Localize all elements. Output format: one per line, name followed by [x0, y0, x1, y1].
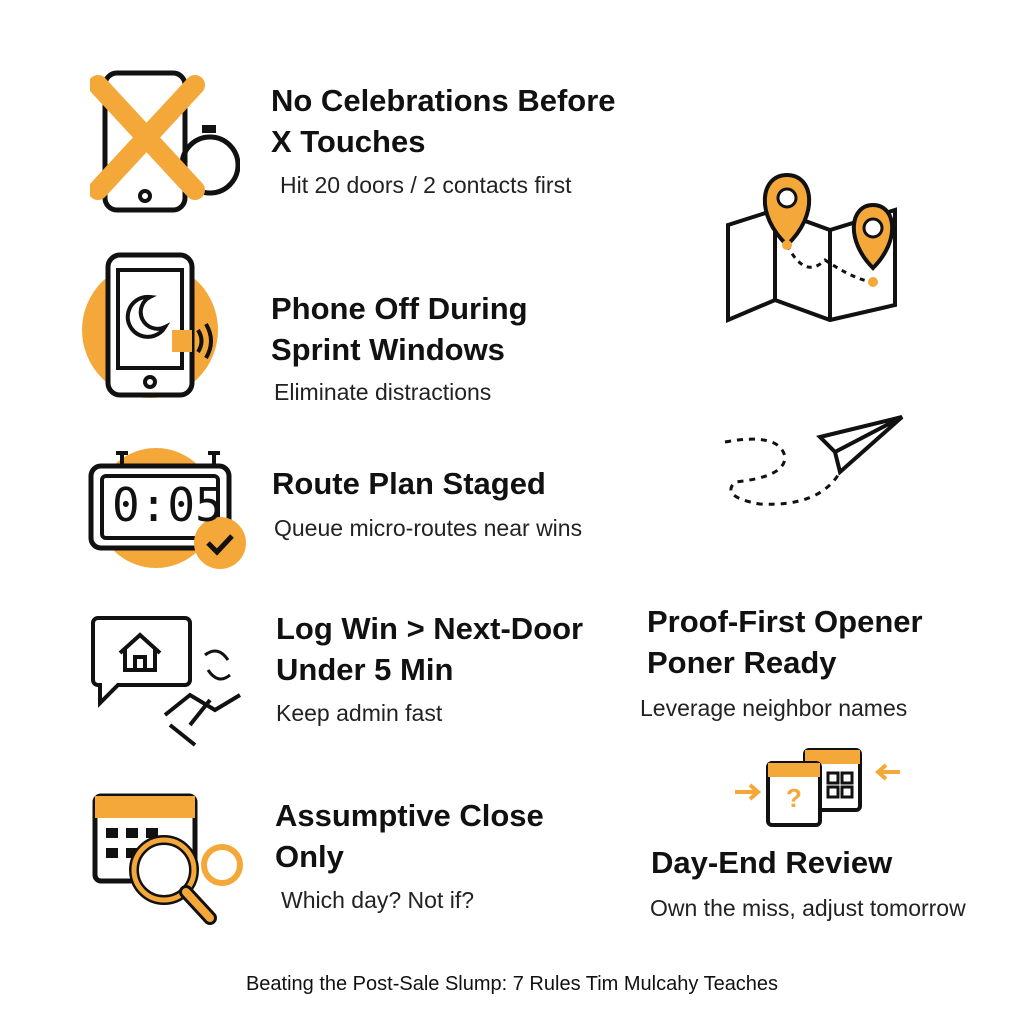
rule-title: Route Plan Staged: [272, 466, 546, 501]
rule-subtitle: Keep admin fast: [276, 700, 443, 726]
timer-display: 0:05: [112, 478, 223, 532]
calendar-search-icon: [92, 793, 243, 925]
rule-title: Proof-First Opener: [647, 604, 923, 639]
rule-title-line2: Only: [275, 839, 344, 874]
phone-silent-icon: [82, 252, 218, 398]
caption: Beating the Post-Sale Slump: 7 Rules Tim…: [245, 973, 779, 995]
rule-subtitle: Which day? Not if?: [281, 887, 475, 913]
rule-title-line2: Under 5 Min: [276, 652, 454, 687]
rule-title: Log Win > Next-Door: [276, 611, 584, 646]
rule-title: Phone Off During: [271, 291, 528, 326]
calendar-question-mark: ?: [786, 783, 802, 813]
rule-subtitle: Queue micro-routes near wins: [274, 515, 583, 541]
rule-subtitle: Hit 20 doors / 2 contacts first: [280, 172, 572, 198]
rule-title-line2: X Touches: [271, 124, 426, 159]
calendar-swap-icon: ?: [730, 745, 905, 830]
rule-title: Day-End Review: [651, 845, 893, 880]
rule-subtitle: Eliminate distractions: [274, 379, 492, 405]
rule-subtitle: Leverage neighbor names: [640, 695, 908, 721]
rule-subtitle: Own the miss, adjust tomorrow: [650, 895, 966, 921]
rule-title: No Celebrations Before: [271, 83, 616, 118]
map-route-icon: [726, 172, 897, 324]
house-handshake-icon: [91, 616, 242, 747]
paper-plane-icon: [724, 415, 904, 506]
rule-title-line2: Sprint Windows: [271, 332, 505, 367]
phone-crossed-stopwatch-icon: [90, 70, 240, 213]
timer-check-icon: 0:05: [86, 448, 251, 573]
rule-title: Assumptive Close: [275, 798, 544, 833]
rule-title-line2: Poner Ready: [647, 645, 837, 680]
